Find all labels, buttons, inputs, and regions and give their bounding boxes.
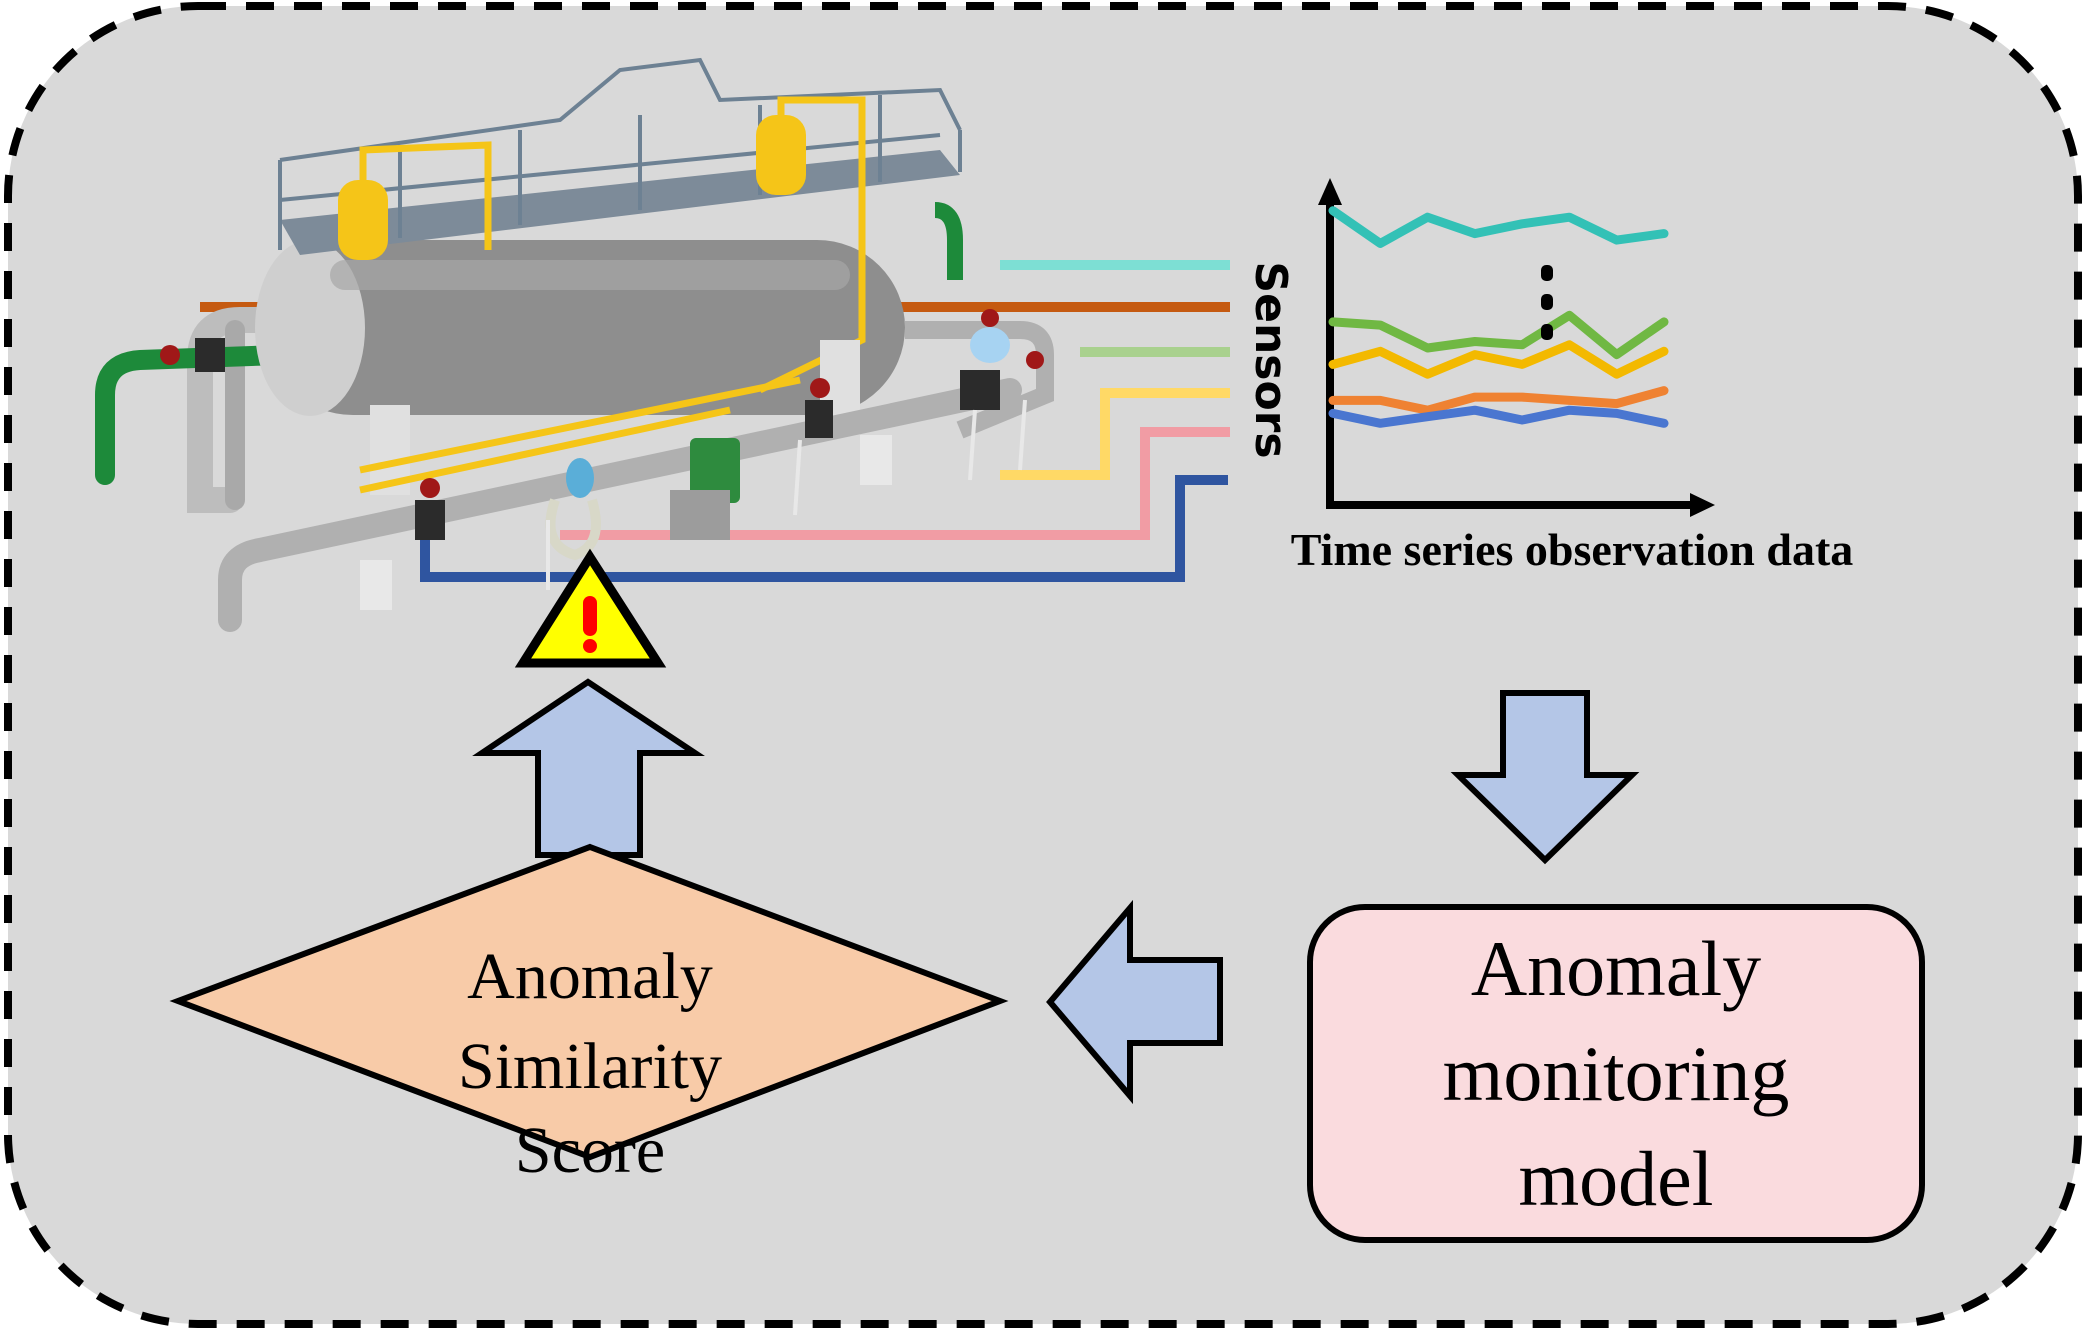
score-diamond-shape bbox=[169, 843, 1009, 1161]
yellow-pipe-top bbox=[359, 141, 492, 250]
sensor-line-5 bbox=[560, 427, 1230, 540]
green-outlet-pipe bbox=[934, 202, 963, 280]
flowmeter-loop bbox=[545, 498, 601, 561]
green-filter bbox=[690, 438, 740, 503]
score-line-1: Anomaly bbox=[467, 940, 713, 1013]
sensor-line-4 bbox=[1000, 388, 1230, 480]
pipe-support-2 bbox=[860, 435, 892, 485]
valves bbox=[160, 309, 1044, 540]
series-line-sensor-green bbox=[1328, 310, 1669, 360]
series-line-sensor-orange bbox=[1328, 386, 1669, 415]
flowmeter-head bbox=[566, 458, 594, 498]
probes bbox=[546, 399, 1027, 590]
time-series-chart: Sensors Time series observation data bbox=[1245, 178, 1853, 575]
sensor-line-6 bbox=[420, 475, 1228, 582]
series-layer bbox=[1328, 206, 1669, 428]
anomaly-monitoring-model-box bbox=[1307, 904, 1925, 1243]
arrow-down-icon bbox=[1450, 690, 1640, 865]
score-line-3: Score bbox=[515, 1114, 665, 1187]
vertical-ellipsis bbox=[1541, 265, 1553, 340]
yellow-vessel-right bbox=[756, 115, 806, 195]
model-box-line-3: model bbox=[1519, 1135, 1714, 1222]
model-box-line-2: monitoring bbox=[1443, 1030, 1790, 1117]
filter-base bbox=[670, 490, 730, 540]
separator-equipment bbox=[95, 57, 1054, 632]
x-axis-label: Time series observation data bbox=[1291, 524, 1854, 575]
x-axis-arrowhead bbox=[1690, 493, 1715, 517]
warning-triangle-icon bbox=[514, 548, 667, 668]
arrow-left-icon bbox=[1046, 899, 1223, 1105]
y-axis-label: Sensors bbox=[1245, 261, 1296, 458]
series-line-sensor-blue bbox=[1328, 405, 1669, 428]
yellow-vessel-left bbox=[338, 180, 388, 260]
actuator bbox=[970, 327, 1010, 363]
arrow-up-icon bbox=[472, 678, 705, 858]
yellow-instrument-line-2 bbox=[359, 406, 731, 494]
yellow-instrument-line bbox=[359, 376, 801, 474]
railing bbox=[278, 57, 962, 250]
right-loop-pipe bbox=[905, 321, 1054, 439]
series-line-sensor-yellow bbox=[1328, 340, 1669, 379]
tank-highlight bbox=[330, 260, 850, 290]
score-line-2: Similarity bbox=[458, 1030, 722, 1103]
pipe-support-1 bbox=[360, 560, 392, 610]
green-inlet-pipe bbox=[95, 345, 290, 485]
lower-main-pipe bbox=[218, 378, 1022, 632]
series-line-sensor-teal bbox=[1328, 206, 1669, 248]
y-axis-arrowhead bbox=[1318, 178, 1342, 205]
model-box-line-1: Anomaly bbox=[1471, 925, 1761, 1012]
